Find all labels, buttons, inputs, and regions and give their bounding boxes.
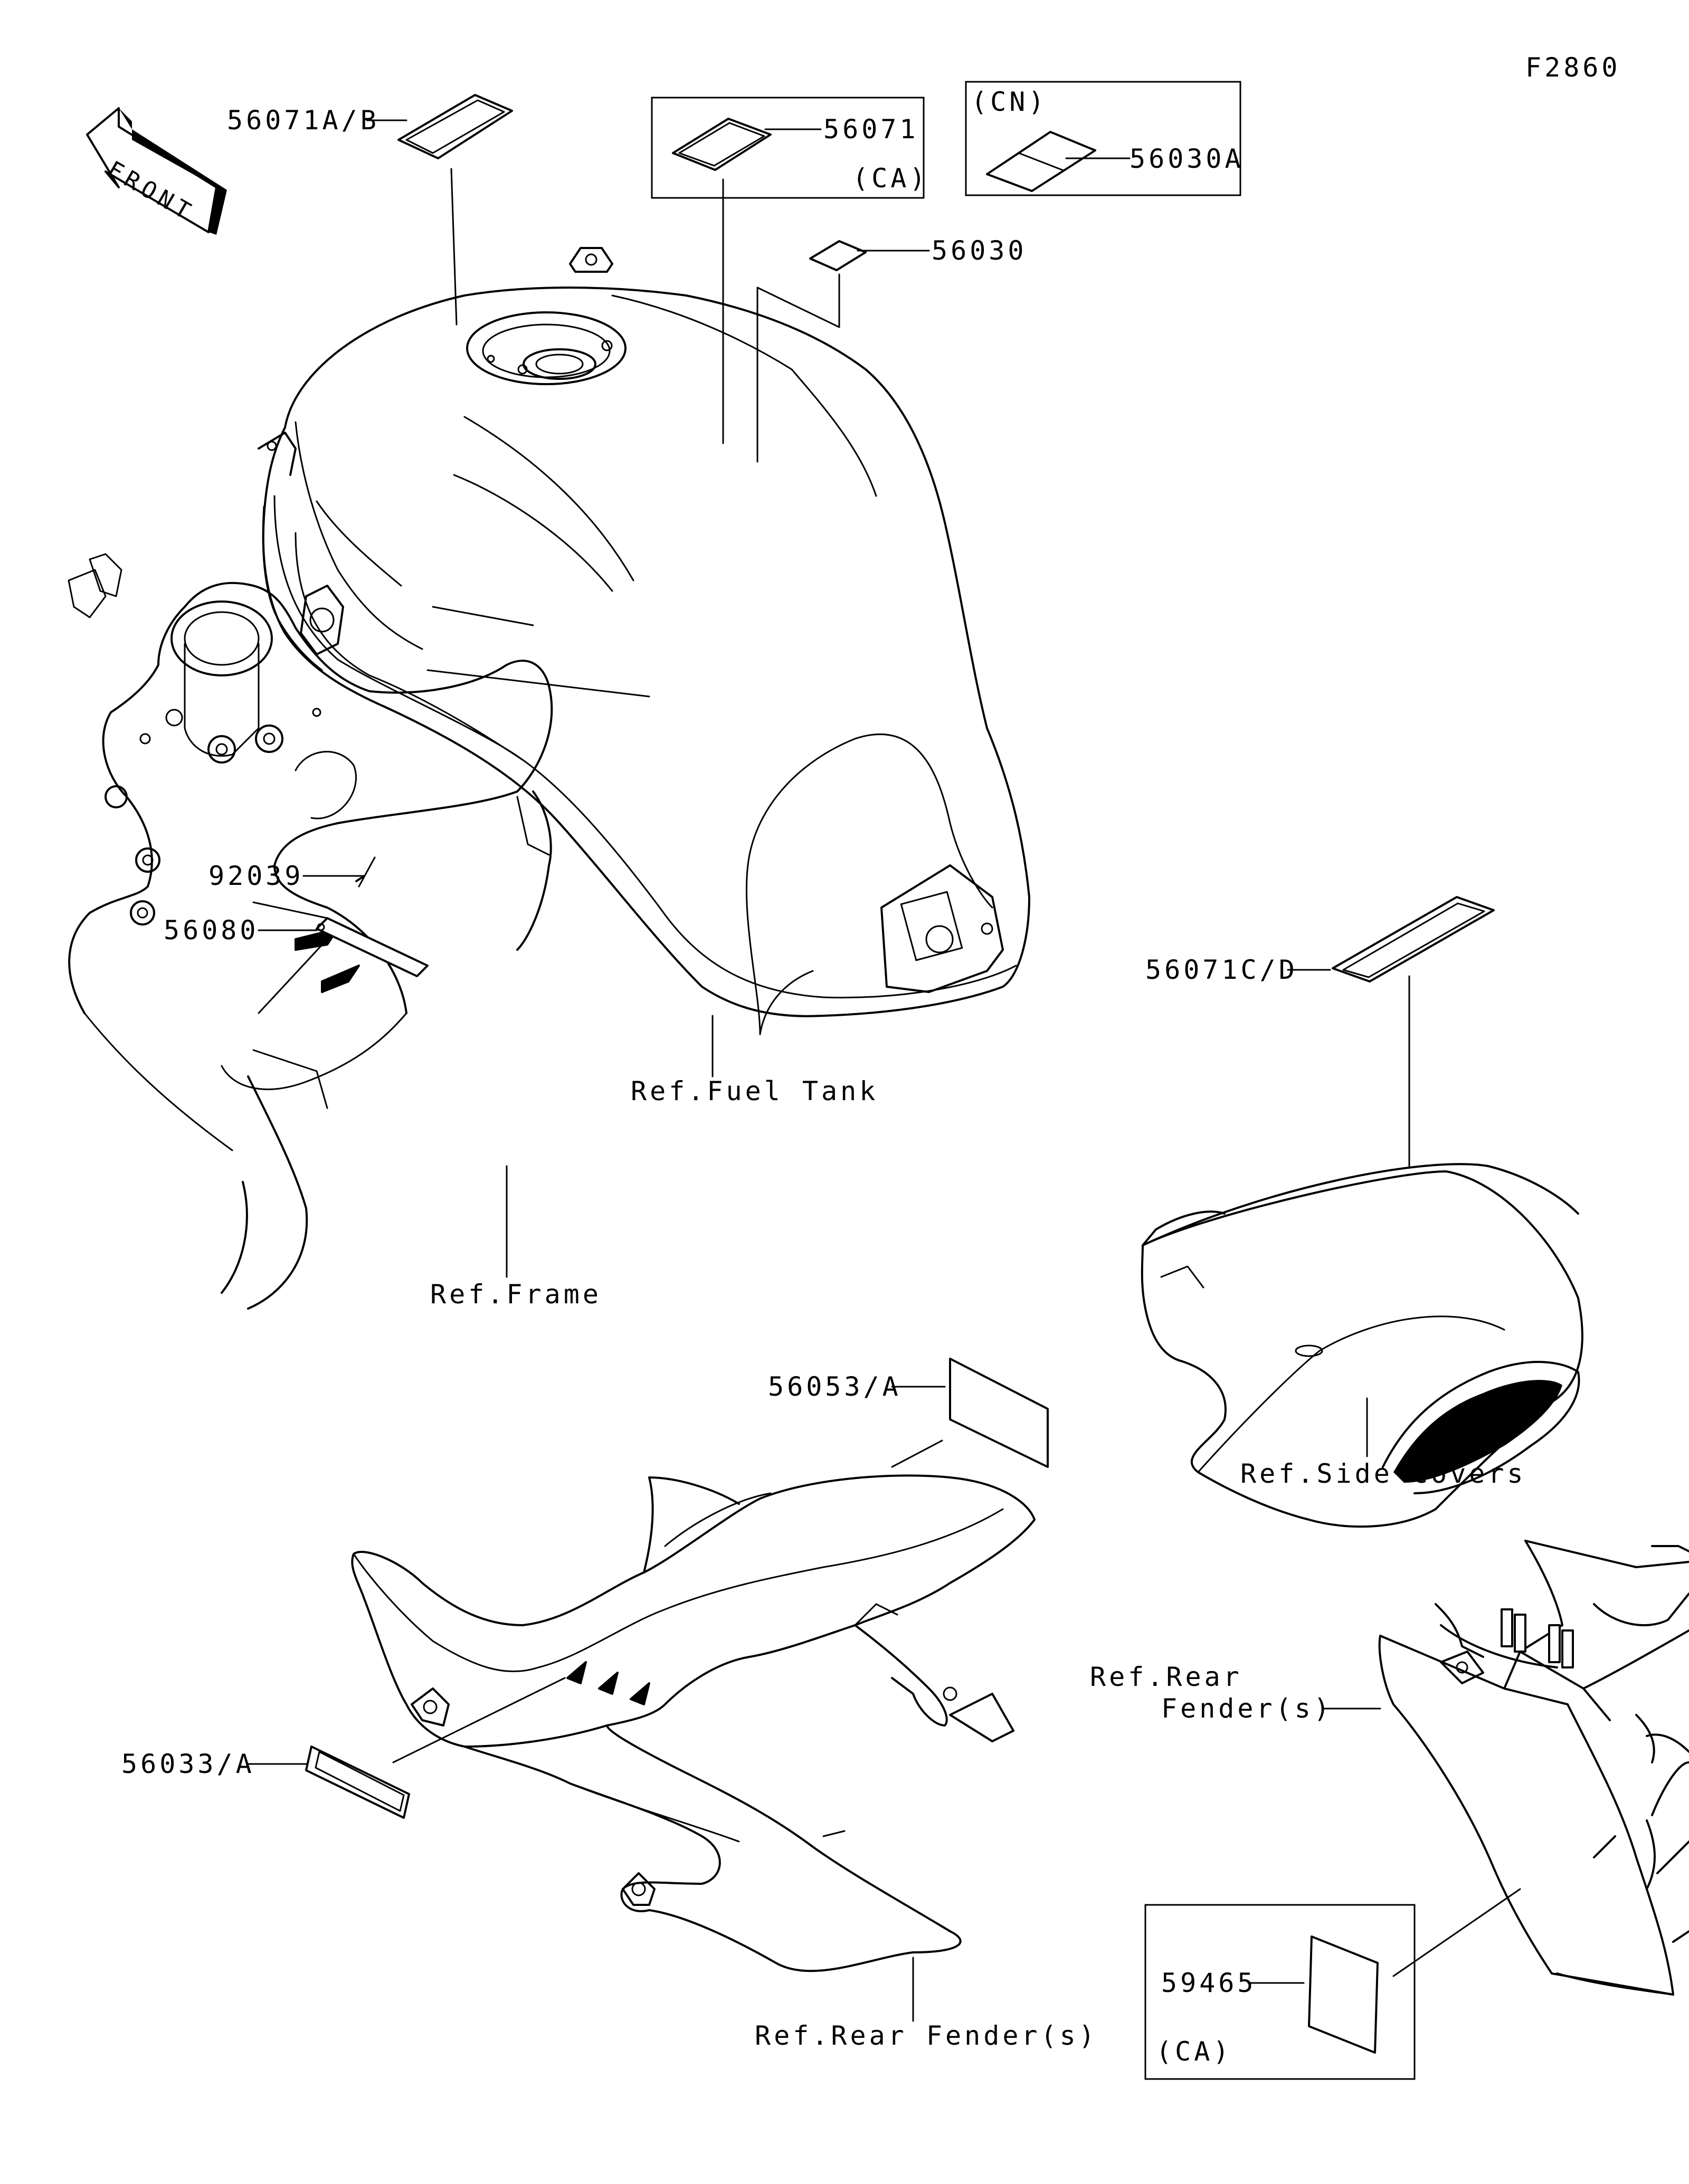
part-56071ab-label-sticker	[397, 94, 513, 159]
part-56033a-number: 56033/A	[121, 1749, 255, 1779]
part-56071-number: 56071	[823, 114, 919, 145]
ref-side-covers: Ref.Side Covers	[1240, 1458, 1526, 1489]
ref-frame: Ref.Frame	[430, 1279, 602, 1310]
part-59465-region-box	[1144, 1904, 1416, 2080]
rear-fender-drawing	[351, 1474, 1036, 1972]
part-56080-pointer	[258, 938, 328, 1014]
ref-fuel-tank: Ref.Fuel Tank	[631, 1076, 878, 1107]
part-92039-number: 92039	[208, 861, 304, 891]
part-56033a-pointer	[392, 1677, 566, 1763]
part-56071ab-number: 56071A/B	[227, 105, 379, 136]
fuel-tank-drawing	[258, 247, 1030, 1035]
part-56030a-number: 56030A	[1130, 144, 1244, 174]
part-56071ab-pointer	[450, 168, 458, 326]
part-56053a-label-sticker	[949, 1358, 1049, 1468]
part-56071-label-sticker	[672, 118, 772, 171]
part-56030-label-sticker	[809, 240, 867, 271]
part-59465-label-sticker	[1308, 1935, 1379, 2054]
rear-fender-right-drawing	[1378, 1540, 1689, 1996]
ref-rear-fender-line2: Fender(s)	[1161, 1693, 1333, 1724]
side-covers-drawing	[1141, 1163, 1583, 1528]
cn-region: (CN)	[971, 87, 1047, 117]
fender-clip-icon	[1501, 1608, 1513, 1647]
part-59465-pointer	[1392, 1888, 1521, 1977]
part-56053a-number: 56053/A	[768, 1371, 902, 1402]
part-56071-region: (CA)	[852, 163, 928, 194]
part-56030-number: 56030	[932, 235, 1027, 266]
part-56033a-label-sticker	[305, 1746, 410, 1819]
part-56030a-label-sticker	[986, 131, 1096, 192]
part-56053a-pointer	[891, 1439, 943, 1468]
part-56080-number: 56080	[164, 915, 259, 946]
ref-rear-fender-bottom: Ref.Rear Fender(s)	[755, 2020, 1098, 2051]
front-arrow-icon: FRONT	[86, 107, 227, 235]
part-92039-clamp	[355, 856, 376, 888]
part-56071-region-box	[651, 97, 925, 199]
part-56071cd-label-sticker	[1332, 896, 1495, 983]
frame-drawing	[68, 553, 553, 1310]
part-56080-band	[316, 917, 429, 977]
ref-rear-fender-line1: Ref.Rear	[1090, 1662, 1242, 1692]
figure-id: F2860	[1525, 52, 1621, 83]
part-59465-number: 59465	[1161, 1968, 1257, 1998]
part-56030-pointer	[756, 273, 840, 463]
cn-region-box	[965, 81, 1241, 196]
part-56071cd-number: 56071C/D	[1145, 955, 1298, 985]
part-59465-region: (CA)	[1156, 2036, 1232, 2067]
